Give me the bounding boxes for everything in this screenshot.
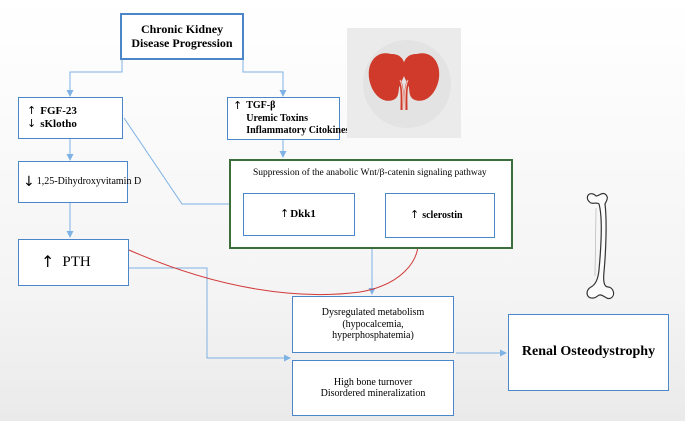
uremic-toxins-label: Uremic Toxins — [246, 112, 308, 124]
dysregulated-metabolism-label: Dysregulated metabolism — [321, 307, 425, 319]
tgfb-toxins-box: ↑TGF-β ↑Uremic Toxins ↑Inflammatory Cito… — [227, 97, 349, 140]
pth-label: PTH — [62, 253, 91, 270]
wnt-signaling-title: Suppression of the anabolic Wnt/β-cateni… — [253, 168, 487, 178]
vitamin-d-box: ↓1,25-Dihydroxyvitamin D — [18, 161, 141, 203]
down-arrow-icon: ↓ — [27, 117, 37, 130]
ckd-progression-label: Chronic Kidney Disease Progression — [131, 21, 233, 50]
ckd-progression-box: Chronic Kidney Disease Progression — [120, 13, 244, 60]
high-bone-turnover-label: High bone turnover — [333, 376, 413, 388]
pth-sclerostin-curve — [128, 238, 419, 296]
up-arrow-icon: ↑ — [41, 252, 55, 272]
renal-osteodystrophy-label: Renal Osteodystrophy — [521, 344, 656, 360]
disordered-mineralization-label: Disordered mineralization — [320, 388, 426, 399]
down-arrow-icon: ↓ — [23, 173, 35, 190]
fgf23-klotho-box: ↑FGF-23 ↓sKlotho — [18, 97, 123, 139]
connector-fgf23-dkk1 — [123, 117, 243, 208]
pth-box: ↑ PTH — [18, 239, 129, 286]
hypocalcemia-label: (hypocalcemia, — [342, 318, 404, 330]
renal-osteodystrophy-box: Renal Osteodystrophy — [508, 314, 669, 391]
bone-turnover-box: High bone turnover Disordered mineraliza… — [292, 360, 454, 416]
up-arrow-icon: ↑ — [280, 207, 290, 221]
sclerostin-label: sclerostin — [422, 209, 463, 221]
hyperphosphatemia-label: hyperphosphatemia) — [332, 330, 414, 342]
dkk1-label: Dkk1 — [290, 208, 316, 221]
connector-ckd-fgf23 — [66, 60, 123, 97]
femur-bone-icon — [577, 188, 621, 303]
sklotho-label: sKlotho — [40, 118, 77, 130]
up-arrow-icon: ↑ — [410, 208, 420, 222]
kidney-icon — [347, 28, 461, 138]
vitamin-d-label: 1,25-Dihydroxyvitamin D — [36, 176, 142, 188]
dkk1-box: ↑Dkk1 — [243, 193, 355, 236]
up-arrow-icon: ↑ — [233, 98, 243, 112]
dysregulated-metabolism-box: Dysregulated metabolism (hypocalcemia, h… — [292, 296, 454, 353]
fgf23-label: FGF-23 — [40, 105, 77, 118]
connector-ckd-tgfb — [242, 60, 287, 97]
sclerostin-box: ↑sclerostin — [385, 193, 495, 238]
inflammatory-cytokines-label: Inflammatory Citokines — [246, 125, 350, 137]
up-arrow-icon: ↑ — [27, 104, 37, 118]
tgfb-label: TGF-β — [246, 100, 276, 112]
connector-pth-bone — [129, 267, 291, 362]
